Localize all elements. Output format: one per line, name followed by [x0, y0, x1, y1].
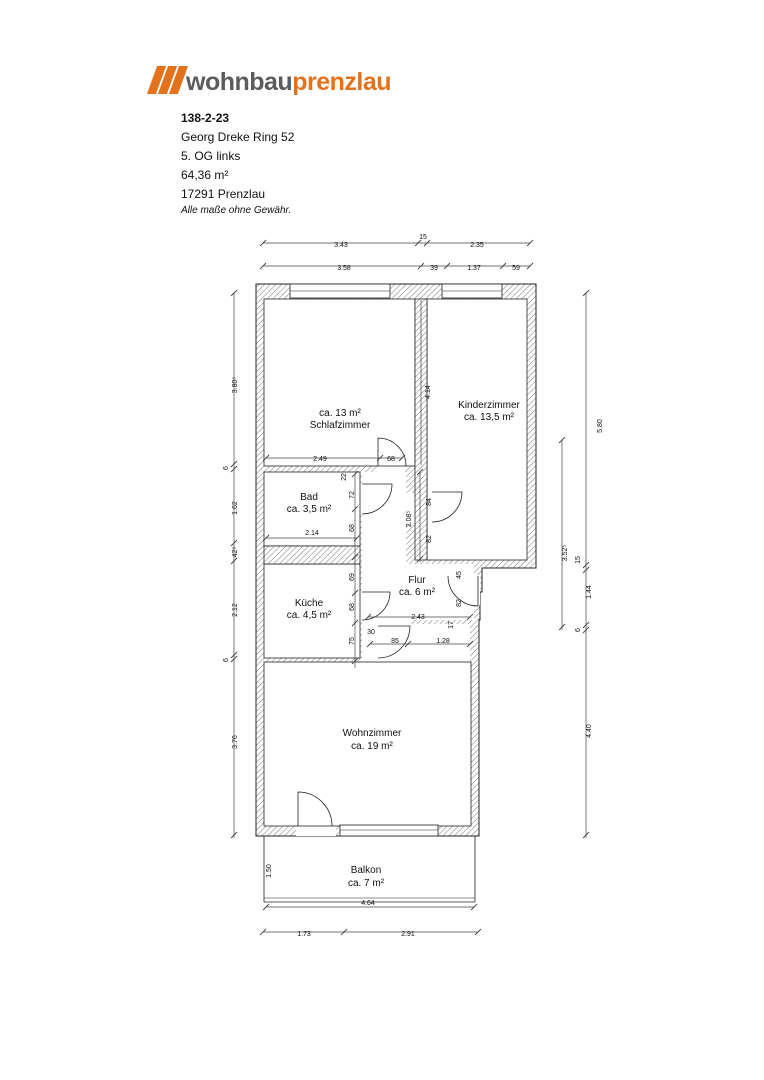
dimension-lines [230, 239, 590, 936]
apartment-area: 64,36 m² [181, 168, 229, 182]
dim-label: 1.44 [586, 585, 593, 599]
dim-label: 3.76 [232, 735, 239, 749]
room-kueche-area: ca. 4,5 m² [287, 610, 332, 621]
dim-label: 3.80⁵ [232, 377, 239, 394]
room-balkon-area: ca. 7 m² [348, 878, 385, 889]
dim-label: 3.43 [334, 242, 348, 249]
room-kueche-name: Küche [295, 598, 324, 609]
dim-label: 82 [456, 599, 463, 607]
dim-label: 3.58 [337, 265, 351, 272]
dim-label: 15 [575, 556, 582, 564]
room-kinderzimmer-name: Kinderzimmer [458, 400, 520, 411]
dim-label: 39 [430, 265, 438, 272]
dim-label: 1.50 [266, 864, 273, 878]
dim-label: 69 [349, 573, 356, 581]
dim-label: 2.43 [411, 614, 425, 621]
dim-label: 5.80 [597, 419, 604, 433]
dim-label: 2.35 [470, 242, 484, 249]
room-bad-name: Bad [300, 492, 318, 503]
dim-label: 2.14 [305, 530, 319, 537]
dim-label: 45 [456, 571, 463, 579]
dim-label: 59 [512, 265, 520, 272]
dim-label: 4.40 [586, 724, 593, 738]
dim-label: 30 [367, 629, 375, 636]
dim-label: 68 [349, 524, 356, 532]
dimension-labels: 3.43 15 2.35 3.58 39 1.37 59 3.80⁵ 6 1.6… [223, 234, 604, 938]
dim-label: 2.49 [313, 456, 327, 463]
room-flur-area: ca. 6 m² [399, 587, 436, 598]
apartment-floor: 5. OG links [181, 149, 241, 163]
dim-label: 68 [387, 456, 395, 463]
dim-label: 17 [448, 621, 455, 629]
dim-label: 1.28 [436, 638, 450, 645]
dim-label: 2.91 [401, 931, 415, 938]
dim-label: 3.52⁵ [562, 545, 569, 562]
logo-wordmark: wohnbauprenzlau [186, 68, 392, 96]
windows [289, 283, 503, 837]
room-bad-area: ca. 3,5 m² [287, 504, 332, 515]
room-labels: ca. 13 m² Schlafzimmer Kinderzimmer ca. … [287, 400, 521, 889]
apartment-city: 17291 Prenzlau [181, 187, 266, 201]
room-balkon-name: Balkon [351, 865, 382, 876]
walls [255, 283, 537, 837]
dim-label: 75 [349, 637, 356, 645]
room-wohnzimmer-area: ca. 19 m² [351, 741, 393, 752]
disclaimer-note: Alle maße ohne Gewähr. [181, 205, 292, 216]
company-logo: wohnbauprenzlau [146, 64, 406, 104]
dim-label: 15 [419, 234, 427, 241]
dim-label: 4.64 [361, 900, 375, 907]
dim-label: 2.12 [232, 603, 239, 617]
dim-label: 82 [426, 535, 433, 543]
dim-label: 6 [575, 628, 582, 632]
dim-label: 1.62 [232, 501, 239, 515]
room-kinderzimmer-area: ca. 13,5 m² [464, 412, 515, 423]
dim-label: 6 [223, 466, 230, 470]
room-schlafzimmer-area: ca. 13 m² [319, 408, 361, 419]
dim-label: 68 [349, 603, 356, 611]
room-wohnzimmer-name: Wohnzimmer [343, 728, 402, 739]
dim-label: 1.37 [467, 265, 481, 272]
room-schlafzimmer-name: Schlafzimmer [310, 420, 371, 431]
dim-label: 22 [341, 473, 348, 481]
dim-label: 85 [391, 638, 399, 645]
dim-label: 2.08⁵ [406, 511, 413, 528]
door-swings [297, 437, 479, 827]
dim-label: 84 [426, 498, 433, 506]
dim-label: 6 [223, 658, 230, 662]
dim-label: 72 [349, 491, 356, 499]
dim-label: 4.14 [425, 385, 432, 399]
apartment-id: 138-2-23 [181, 111, 230, 125]
balcony [263, 836, 476, 903]
apartment-street: Georg Dreke Ring 52 [181, 130, 295, 144]
dim-label: 1.73 [297, 931, 311, 938]
room-flur-name: Flur [408, 575, 426, 586]
apartment-info: 138-2-23 Georg Dreke Ring 52 5. OG links… [181, 109, 294, 218]
dim-label: 42⁵ [232, 547, 239, 558]
